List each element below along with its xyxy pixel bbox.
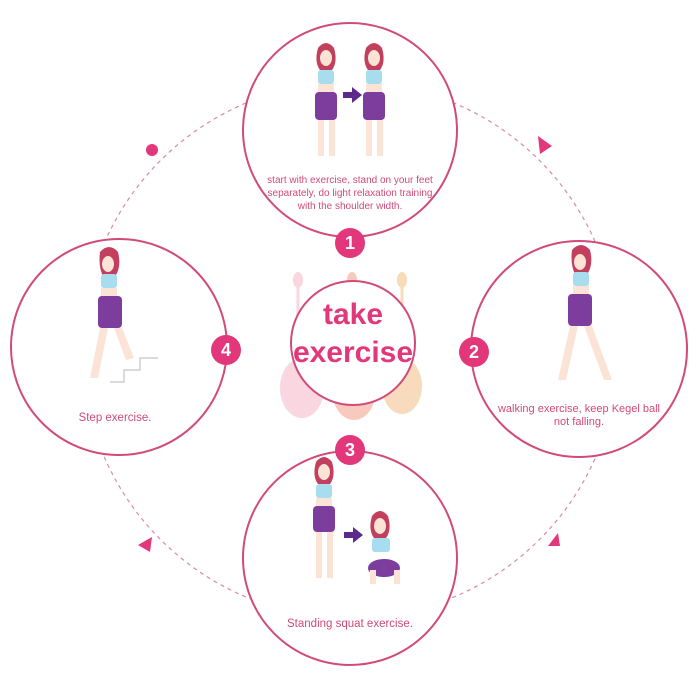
woman-figure-icon — [558, 245, 612, 380]
woman-figure-icon — [315, 43, 337, 156]
cycle-arrow-icon — [538, 136, 552, 154]
woman-figure-icon — [313, 457, 335, 578]
step-4-circle — [10, 238, 228, 456]
step-3-badge: 3 — [335, 435, 365, 465]
cycle-arrow-icon — [138, 537, 152, 552]
step-1-badge: 1 — [335, 228, 365, 258]
step-4-caption: Step exercise. — [78, 412, 152, 424]
center-circle — [290, 280, 416, 406]
step-4-badge: 4 — [211, 335, 241, 365]
cycle-start-dot — [146, 144, 158, 156]
arrow-right-icon — [344, 527, 363, 543]
center-title-line1: take — [322, 298, 384, 331]
woman-figure-icon — [368, 511, 400, 584]
arrow-right-icon — [343, 87, 362, 103]
step-1-circle — [242, 22, 458, 238]
cycle-arrow-icon — [548, 533, 560, 546]
woman-figure-icon — [90, 247, 134, 378]
step-2-badge: 2 — [459, 337, 489, 367]
stairs-icon — [110, 357, 158, 383]
center-title-line2: exercise — [292, 336, 414, 369]
woman-figure-icon — [363, 43, 385, 156]
step-1-caption: start with exercise, stand on your feet … — [267, 175, 433, 212]
step-3-caption: Standing squat exercise. — [287, 618, 413, 630]
step-3-circle — [242, 450, 458, 666]
step-2-caption: walking exercise, keep Kegel ball not fa… — [497, 403, 661, 428]
